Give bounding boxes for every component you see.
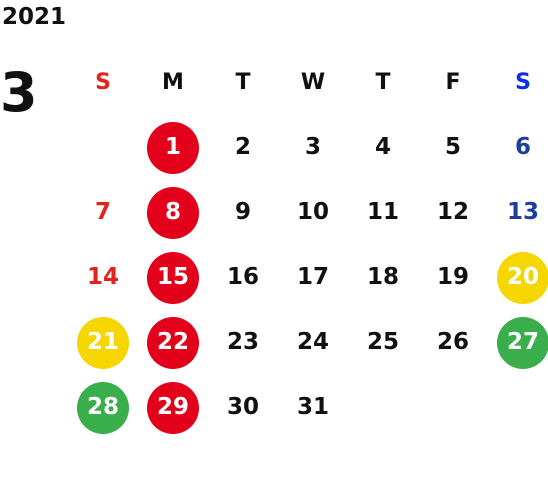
- day-cell: 17: [278, 245, 348, 310]
- day-number: 1: [147, 121, 199, 174]
- day-number: 16: [226, 264, 259, 290]
- day-number: 21: [77, 316, 129, 369]
- day-cell: 8: [138, 180, 208, 245]
- empty-day-cell: [488, 375, 548, 440]
- day-cell: 5: [418, 115, 488, 180]
- day-cell: 21: [68, 310, 138, 375]
- day-number: 24: [296, 329, 329, 355]
- day-number: 8: [147, 186, 199, 239]
- day-number: 27: [497, 316, 548, 369]
- day-cell: 9: [208, 180, 278, 245]
- day-number: 4: [374, 134, 391, 160]
- day-number: 25: [366, 329, 399, 355]
- day-cell: 25: [348, 310, 418, 375]
- empty-day-cell: [68, 115, 138, 180]
- empty-day-cell: [348, 375, 418, 440]
- calendar-month-number: 3: [0, 61, 38, 124]
- day-number: 9: [234, 199, 251, 225]
- weekday-header-wed: W: [300, 69, 326, 95]
- day-cell: 18: [348, 245, 418, 310]
- day-cell: 31: [278, 375, 348, 440]
- day-cell: 13: [488, 180, 548, 245]
- day-cell: 20: [488, 245, 548, 310]
- day-number: 30: [226, 394, 259, 420]
- day-number: 28: [77, 381, 129, 434]
- day-cell: 14: [68, 245, 138, 310]
- day-number: 11: [366, 199, 399, 225]
- day-cell: 12: [418, 180, 488, 245]
- weekday-header-sat: S: [515, 69, 531, 95]
- day-cell: 22: [138, 310, 208, 375]
- day-number: 12: [436, 199, 469, 225]
- empty-day-cell: [418, 375, 488, 440]
- day-number: 26: [436, 329, 469, 355]
- day-number: 10: [296, 199, 329, 225]
- day-number: 17: [296, 264, 329, 290]
- day-number: 14: [86, 264, 119, 290]
- day-cell: 6: [488, 115, 548, 180]
- day-number: 2: [234, 134, 251, 160]
- day-cell: 7: [68, 180, 138, 245]
- day-cell: 29: [138, 375, 208, 440]
- day-cell: 26: [418, 310, 488, 375]
- day-cell: 11: [348, 180, 418, 245]
- calendar-year: 2021: [2, 4, 67, 30]
- day-number: 5: [444, 134, 461, 160]
- day-cell: 15: [138, 245, 208, 310]
- day-number: 13: [506, 199, 539, 225]
- day-number: 29: [147, 381, 199, 434]
- day-cell: 30: [208, 375, 278, 440]
- day-number: 3: [304, 134, 321, 160]
- day-number: 6: [514, 134, 531, 160]
- day-cell: 27: [488, 310, 548, 375]
- day-cell: 28: [68, 375, 138, 440]
- weekday-header-tue: T: [235, 69, 251, 95]
- day-cell: 19: [418, 245, 488, 310]
- day-cell: 23: [208, 310, 278, 375]
- day-cell: 4: [348, 115, 418, 180]
- day-cell: 2: [208, 115, 278, 180]
- day-number: 20: [497, 251, 548, 304]
- day-cell: 16: [208, 245, 278, 310]
- weekday-header-mon: M: [162, 69, 184, 95]
- day-number: 22: [147, 316, 199, 369]
- day-cell: 1: [138, 115, 208, 180]
- day-number: 23: [226, 329, 259, 355]
- day-cell: 3: [278, 115, 348, 180]
- day-number: 19: [436, 264, 469, 290]
- day-number: 31: [296, 394, 329, 420]
- day-cell: 24: [278, 310, 348, 375]
- day-cell: 10: [278, 180, 348, 245]
- day-number: 18: [366, 264, 399, 290]
- weekday-header-fri: F: [445, 69, 461, 95]
- day-number: 15: [147, 251, 199, 304]
- weekday-header-sun: S: [95, 69, 111, 95]
- day-number: 7: [94, 199, 111, 225]
- weekday-header-thu: T: [375, 69, 391, 95]
